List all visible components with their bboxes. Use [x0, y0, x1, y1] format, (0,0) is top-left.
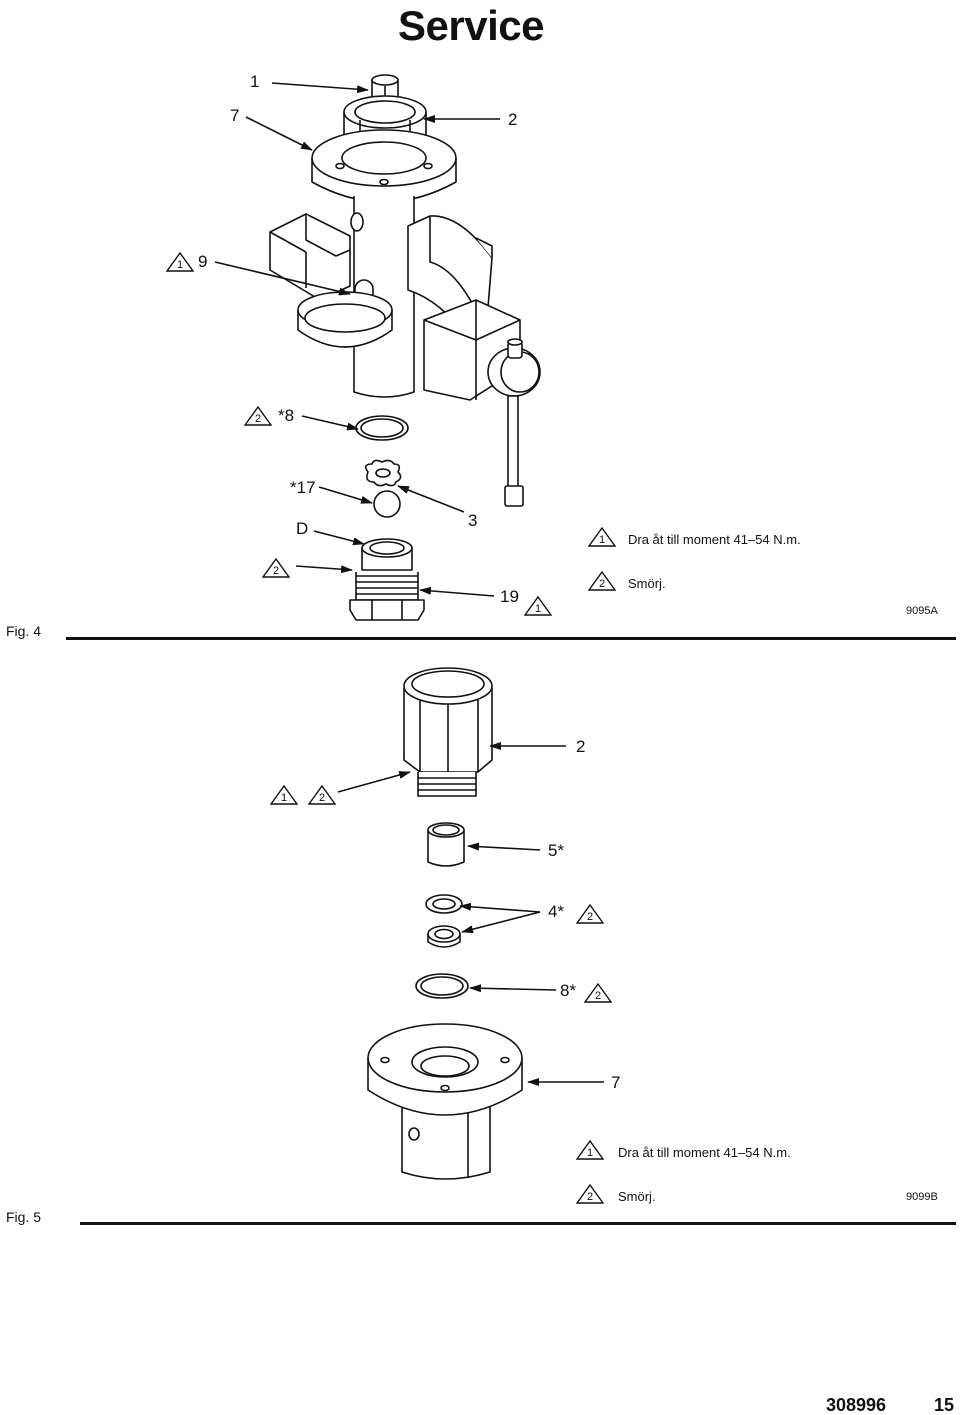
torque-warning-icon: 1	[524, 596, 552, 616]
fig4-callout-19: 19	[500, 587, 519, 606]
leader-19	[419, 586, 495, 597]
fig4-callout-3: 3	[468, 511, 478, 530]
fig5-callout-8: 8*	[560, 981, 577, 1000]
lube-warning-icon: 2	[576, 1184, 604, 1204]
leader-9	[214, 261, 351, 296]
page-number: 15	[934, 1395, 955, 1415]
fig4-label: Fig. 4	[6, 623, 42, 639]
leader-17	[318, 486, 373, 504]
lube-warning-icon: 2	[308, 785, 336, 805]
fig5-callout-5: 5*	[548, 841, 565, 860]
fig4-callout-1: 1	[250, 72, 260, 91]
fig5-callout-2: 2	[576, 737, 586, 756]
leader-8	[301, 415, 359, 431]
torque-warning-icon: 1	[576, 1140, 604, 1160]
torque-warning-icon: 1	[166, 252, 194, 272]
torque-warning-icon: 1	[588, 527, 616, 547]
leader-5-5	[467, 842, 541, 851]
torque-symbol-number: 1	[586, 1147, 594, 1159]
lube-symbol-number: 2	[594, 990, 602, 1002]
fig5-note-lube: Smörj.	[618, 1189, 656, 1204]
lube-warning-icon: 2	[588, 571, 616, 591]
torque-symbol-number: 1	[534, 603, 542, 615]
torque-warning-icon: 1	[270, 785, 298, 805]
lube-warning-icon: 2	[262, 558, 290, 578]
leader-2-seat	[295, 565, 353, 574]
fig4-callout-2: 2	[508, 110, 518, 129]
leader-D	[313, 530, 365, 546]
lube-warning-icon: 2	[576, 904, 604, 924]
fig5-seat-drawing	[367, 667, 523, 1180]
leader-5-12	[337, 771, 411, 793]
lube-symbol-number: 2	[598, 578, 606, 590]
torque-symbol-number: 1	[176, 259, 184, 271]
leader-5-4a	[459, 902, 541, 913]
fig4-divider	[66, 637, 956, 640]
fig4-pump-valve-drawing	[269, 74, 541, 621]
fig4-image-code: 9095A	[906, 605, 938, 617]
doc-number: 308996	[826, 1395, 887, 1415]
fig4-callout-D: D	[296, 519, 309, 538]
leader-1	[271, 82, 369, 94]
fig5-callout-7: 7	[611, 1073, 621, 1092]
fig4-note-torque: Dra åt till moment 41–54 N.m.	[628, 532, 801, 547]
torque-symbol-number: 1	[598, 534, 606, 546]
leader-5-8	[469, 984, 557, 993]
fig5-divider	[80, 1222, 956, 1225]
fig5-note-torque: Dra åt till moment 41–54 N.m.	[618, 1145, 791, 1160]
lube-warning-icon: 2	[244, 406, 272, 426]
lube-symbol-number: 2	[254, 413, 262, 425]
fig5-label: Fig. 5	[6, 1209, 42, 1225]
page-title: Service	[398, 2, 544, 49]
leader-3	[397, 485, 465, 513]
lube-symbol-number: 2	[586, 1191, 594, 1203]
fig5-image-code: 9099B	[906, 1191, 938, 1203]
lube-symbol-number: 2	[318, 792, 326, 804]
fig4-note-lube: Smörj.	[628, 576, 666, 591]
lube-symbol-number: 2	[272, 565, 280, 577]
fig4-callout-8: *8	[278, 406, 295, 425]
fig5-callout-4: 4*	[548, 902, 565, 921]
leader-5-4b	[461, 911, 541, 934]
fig4-callout-9: 9	[198, 252, 208, 271]
leader-7	[245, 116, 313, 151]
fig4-callout-7: 7	[230, 106, 240, 125]
fig4-callout-17: *17	[290, 478, 316, 497]
torque-symbol-number: 1	[280, 792, 288, 804]
lube-symbol-number: 2	[586, 911, 594, 923]
lube-warning-icon: 2	[584, 983, 612, 1003]
